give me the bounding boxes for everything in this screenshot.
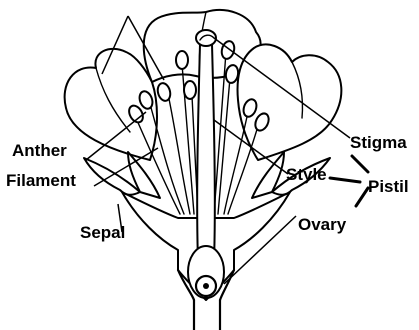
style bbox=[197, 44, 215, 262]
filament-label: Filament bbox=[6, 171, 76, 190]
stigma-label: Stigma bbox=[350, 133, 407, 152]
sepal-label: Sepal bbox=[80, 223, 125, 242]
pistil-label: Pistil bbox=[368, 177, 409, 196]
anther-label: Anther bbox=[12, 141, 67, 160]
pistil-bracket bbox=[330, 156, 368, 206]
ovary-label: Ovary bbox=[298, 215, 347, 234]
ovary bbox=[188, 246, 224, 298]
style-label: Style bbox=[286, 165, 327, 184]
